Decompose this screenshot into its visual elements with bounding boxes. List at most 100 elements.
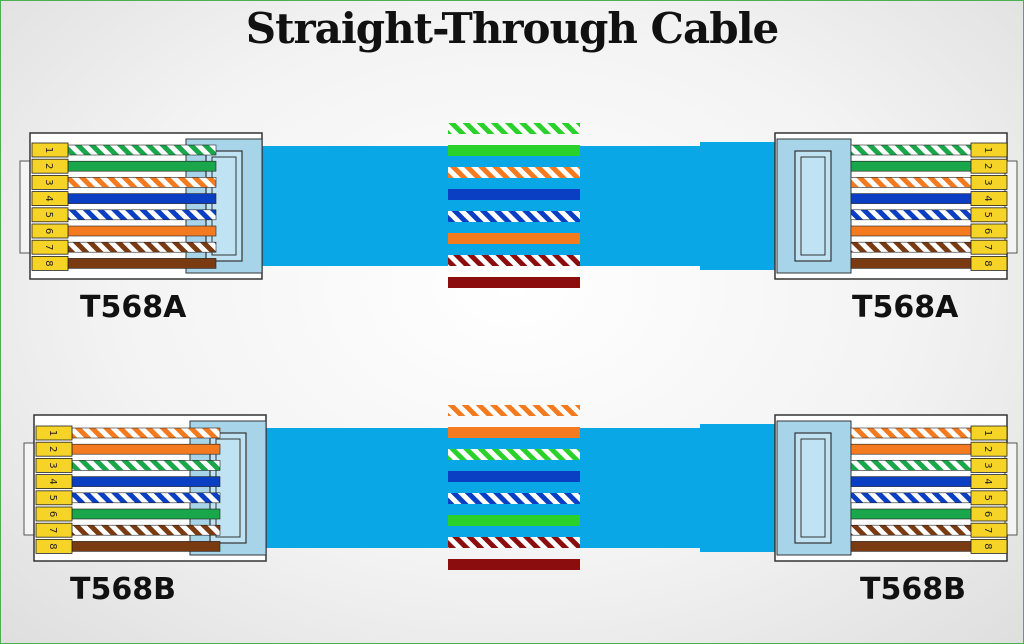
pin-right-2: [970, 441, 1008, 457]
plug-clip-inner-left: [215, 438, 241, 538]
pin-number-right-7: 7: [982, 244, 993, 250]
standard-label-bottom-right: T568B: [860, 572, 966, 607]
pin-right-6: [970, 223, 1008, 239]
middle-wire-3: [448, 449, 580, 460]
pin-number-right-2: 2: [982, 163, 993, 169]
pin-left-7: [31, 239, 69, 255]
pin-number-right-1: 1: [982, 430, 993, 436]
pin-left-8: [31, 255, 69, 271]
pin-left-5: [35, 490, 73, 506]
pin-number-left-5: 5: [43, 212, 54, 218]
pin-number-right-3: 3: [982, 462, 993, 468]
wire-left-pin-8: [71, 541, 221, 552]
middle-wire-5: [448, 211, 580, 222]
pin-number-left-7: 7: [43, 244, 54, 250]
pin-number-right-3: 3: [982, 179, 993, 185]
pin-number-left-3: 3: [47, 462, 58, 468]
pin-number-right-4: 4: [982, 195, 993, 201]
pin-right-4: [970, 474, 1008, 490]
pin-number-left-2: 2: [47, 446, 58, 452]
pin-number-right-7: 7: [982, 527, 993, 533]
plug-clip-right: [794, 432, 832, 544]
pin-number-left-5: 5: [47, 495, 58, 501]
pin-number-right-8: 8: [982, 543, 993, 549]
wire-left-pin-3: [67, 177, 217, 188]
pin-number-left-8: 8: [43, 260, 54, 266]
plug-clip-right: [794, 150, 832, 262]
pin-left-6: [35, 506, 73, 522]
pin-number-right-4: 4: [982, 478, 993, 484]
standard-label-top-left: T568A: [80, 290, 187, 325]
pin-number-right-6: 6: [982, 511, 993, 517]
pin-number-left-6: 6: [47, 511, 58, 517]
pin-number-left-4: 4: [43, 195, 54, 201]
pin-left-4: [31, 191, 69, 207]
plug-latch-right: [1004, 160, 1018, 254]
pin-number-right-1: 1: [982, 147, 993, 153]
pin-right-1: [970, 425, 1008, 441]
pin-right-5: [970, 490, 1008, 506]
middle-wire-2: [448, 145, 580, 156]
middle-wire-8: [448, 559, 580, 570]
page-title: Straight-Through Cable: [245, 4, 780, 53]
wire-left-pin-1: [71, 427, 221, 439]
middle-wire-6: [448, 233, 580, 244]
pin-right-8: [970, 539, 1008, 554]
middle-wire-7: [448, 537, 580, 548]
standard-label-top-right: T568A: [852, 290, 959, 325]
pin-left-1: [35, 425, 73, 441]
pin-number-left-8: 8: [47, 543, 58, 549]
pin-number-left-4: 4: [47, 478, 58, 484]
pin-right-3: [970, 174, 1008, 190]
middle-wire-6: [448, 515, 580, 526]
pin-number-right-6: 6: [982, 228, 993, 234]
wire-left-pin-6: [67, 225, 217, 237]
middle-wire-8: [448, 277, 580, 288]
pin-right-1: [970, 142, 1008, 158]
plug-clip-inner-left: [211, 156, 237, 256]
wire-left-pin-1: [67, 144, 217, 156]
pin-left-5: [31, 207, 69, 223]
pin-right-7: [970, 239, 1008, 255]
cable-boot-right: [700, 424, 780, 552]
middle-wire-1: [448, 405, 580, 416]
middle-wire-2: [448, 427, 580, 438]
middle-wire-4: [448, 189, 580, 200]
pin-left-3: [35, 457, 73, 473]
wire-left-pin-5: [71, 492, 221, 504]
wire-left-pin-3: [71, 460, 221, 471]
pin-number-left-2: 2: [43, 163, 54, 169]
pin-number-left-1: 1: [43, 147, 54, 153]
wire-left-pin-4: [67, 193, 217, 204]
pin-right-4: [970, 191, 1008, 207]
pin-number-right-5: 5: [982, 212, 993, 218]
plug-clip-inner-right: [800, 156, 826, 256]
pin-right-6: [970, 506, 1008, 522]
pin-left-4: [35, 474, 73, 490]
standard-label-bottom-left: T568B: [70, 572, 176, 607]
middle-wire-5: [448, 493, 580, 504]
pin-left-2: [31, 158, 69, 174]
pin-number-left-3: 3: [43, 179, 54, 185]
cable-boot-right: [700, 142, 780, 270]
middle-wire-4: [448, 471, 580, 482]
cable-body: [262, 428, 752, 548]
pin-number-right-5: 5: [982, 495, 993, 501]
pin-left-7: [35, 522, 73, 538]
middle-wire-3: [448, 167, 580, 178]
wire-left-pin-5: [67, 209, 217, 221]
pin-left-2: [35, 441, 73, 457]
pin-right-3: [970, 457, 1008, 473]
wire-left-pin-2: [67, 160, 217, 172]
wire-left-pin-7: [67, 241, 217, 253]
pin-left-1: [31, 142, 69, 158]
pin-right-7: [970, 522, 1008, 538]
pin-number-left-1: 1: [47, 430, 58, 436]
wire-left-pin-2: [71, 443, 221, 455]
middle-wire-1: [448, 123, 580, 134]
wire-left-pin-8: [67, 258, 217, 269]
pin-right-2: [970, 158, 1008, 174]
